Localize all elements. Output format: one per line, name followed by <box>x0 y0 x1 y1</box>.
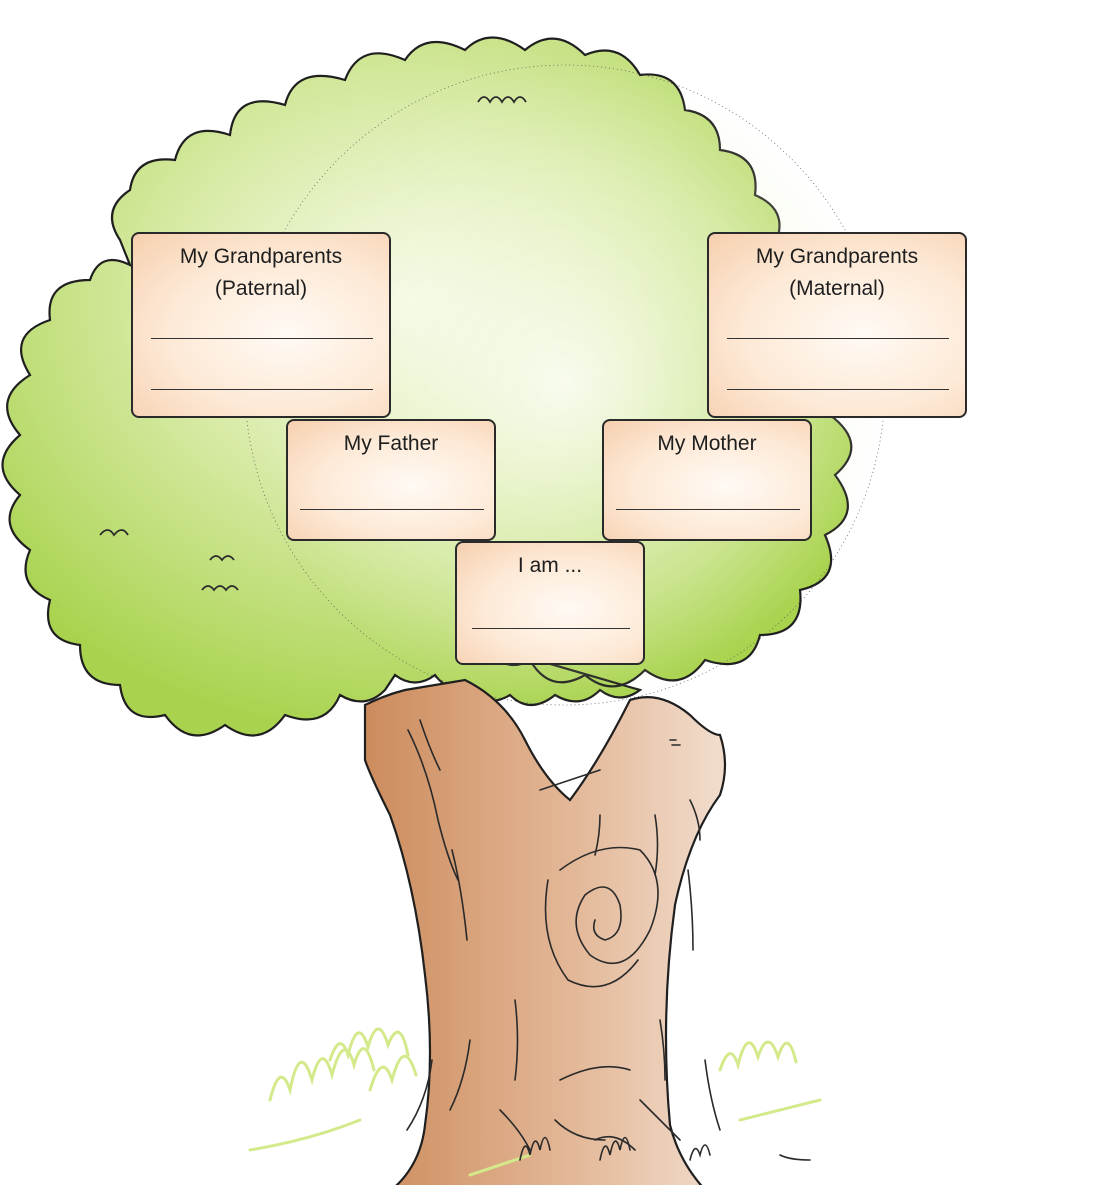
card-mother: My Mother <box>602 419 812 541</box>
card-father: My Father <box>286 419 496 541</box>
write-in-line[interactable] <box>151 338 373 339</box>
bark-lines <box>406 719 721 1151</box>
grass-tufts <box>248 1027 822 1177</box>
write-in-line[interactable] <box>472 628 630 629</box>
card-mother-label: My Mother <box>657 432 757 455</box>
leaf-tuft-marks <box>99 96 527 592</box>
card-grandparents-maternal: My Grandparents (Maternal) <box>707 232 967 418</box>
card-grandparents-paternal-title: My Grandparents (Paternal) <box>133 234 389 305</box>
card-self-label: I am ... <box>517 554 583 577</box>
card-grandparents-paternal: My Grandparents (Paternal) <box>131 232 391 418</box>
card-grandparents-maternal-title: My Grandparents (Maternal) <box>709 234 965 305</box>
write-in-line[interactable] <box>300 509 484 510</box>
write-in-line[interactable] <box>151 389 373 390</box>
grandparents-maternal-line1: My Grandparents <box>755 245 919 268</box>
grandparents-paternal-line2: (Paternal) <box>214 277 308 300</box>
write-in-line[interactable] <box>616 509 800 510</box>
tree-trunk <box>363 678 727 1185</box>
ground-grass-dark <box>519 1136 811 1161</box>
write-in-line[interactable] <box>727 338 949 339</box>
card-father-label: My Father <box>343 432 439 455</box>
grandparents-maternal-line2: (Maternal) <box>789 277 885 300</box>
card-self: I am ... <box>455 541 645 665</box>
write-in-line[interactable] <box>727 389 949 390</box>
grandparents-paternal-line1: My Grandparents <box>179 245 343 268</box>
